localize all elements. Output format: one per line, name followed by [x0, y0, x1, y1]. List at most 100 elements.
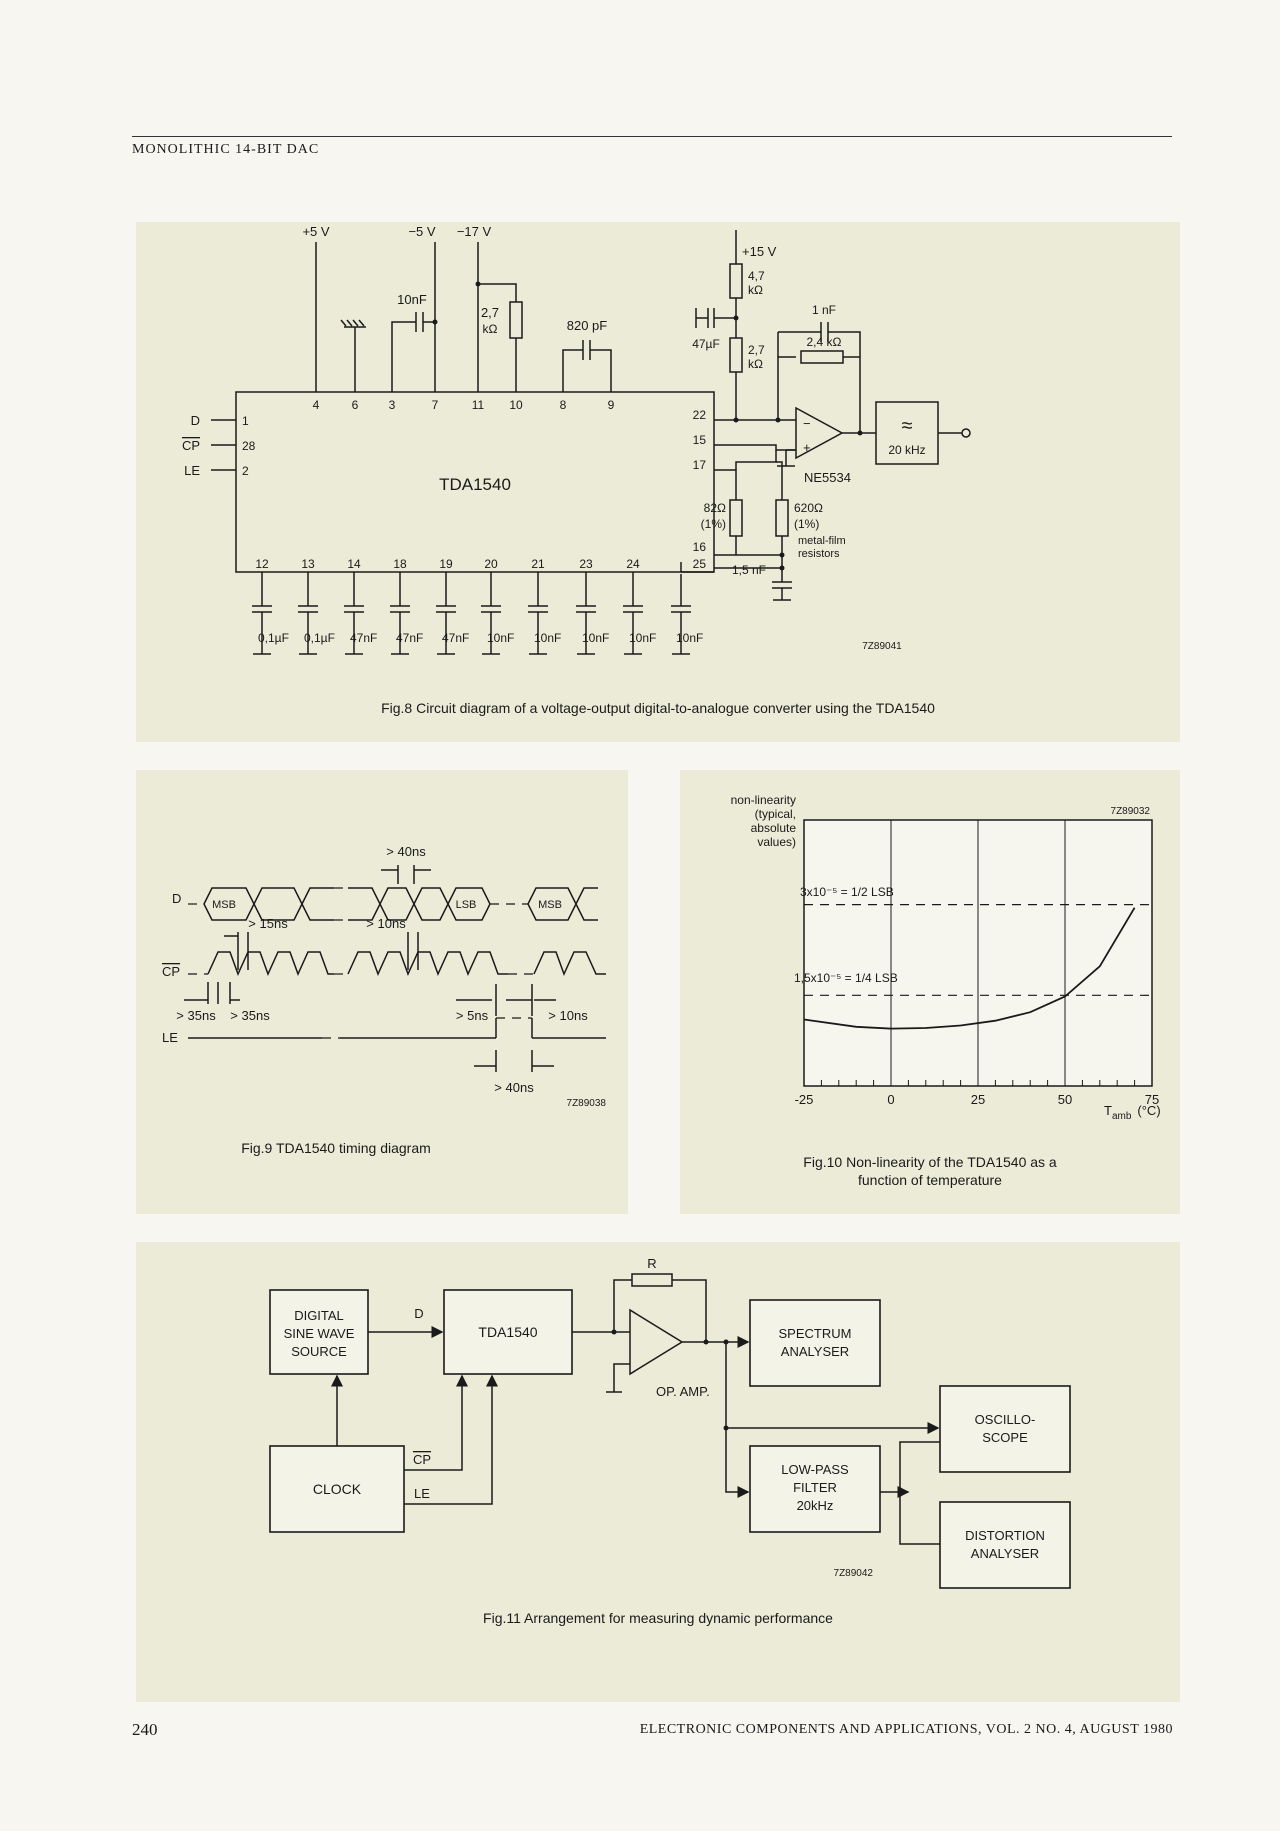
resistor-82r	[729, 499, 743, 537]
svg-text:DISTORTION: DISTORTION	[965, 1528, 1045, 1543]
svg-text:LSB: LSB	[456, 899, 477, 911]
svg-text:non-linearity: non-linearity	[731, 793, 796, 807]
svg-text:17: 17	[693, 458, 707, 472]
svg-text:25: 25	[693, 557, 707, 571]
svg-text:values): values)	[757, 835, 796, 849]
spectrum-analyser-box	[749, 1299, 881, 1387]
svg-text:11: 11	[472, 398, 485, 412]
svg-text:> 40ns: > 40ns	[386, 844, 426, 859]
svg-text:kΩ: kΩ	[748, 357, 763, 371]
x-tick-label: 0	[887, 1092, 894, 1107]
svg-text:> 10ns: > 10ns	[366, 916, 406, 931]
svg-text:6: 6	[352, 398, 359, 412]
fig8-code: 7Z89041	[862, 641, 902, 652]
chip-label: TDA1540	[439, 475, 511, 494]
svg-text:> 10ns: > 10ns	[548, 1008, 588, 1023]
resistor-2k4	[800, 350, 844, 364]
feedback-resistor	[631, 1273, 673, 1287]
svg-text:47nF: 47nF	[442, 631, 469, 645]
svg-text:20 kHz: 20 kHz	[888, 443, 925, 457]
pin-1: 1	[242, 414, 249, 428]
figure-8-panel: TDA1540 D CP LE 1 28 2 4 6 3 7 11 10 8 9…	[136, 222, 1180, 742]
filter-symbol: ≈	[902, 415, 913, 437]
svg-text:4: 4	[313, 398, 320, 412]
x-tick-label: 50	[1058, 1092, 1072, 1107]
svg-text:2,7: 2,7	[748, 343, 765, 357]
svg-text:kΩ: kΩ	[483, 322, 498, 336]
svg-text:CLOCK: CLOCK	[313, 1481, 362, 1497]
top-pin-numbers: 4 6 3 7 11 10 8 9	[313, 398, 615, 412]
tda1540-box	[443, 1289, 573, 1375]
signal-le: LE	[162, 1030, 178, 1045]
input-cp: CP	[182, 438, 200, 453]
supply-plus5v: +5 V	[302, 224, 329, 239]
figure-9-panel: D CP LE MSB LSB MSB	[136, 770, 628, 1214]
label-d: D	[414, 1306, 423, 1321]
right-pin-numbers: 22 15 17 16 25	[693, 408, 707, 571]
svg-text:47nF: 47nF	[350, 631, 377, 645]
svg-text:10nF: 10nF	[487, 631, 514, 645]
svg-text:TDA1540: TDA1540	[478, 1324, 537, 1340]
svg-text:ANALYSER: ANALYSER	[781, 1344, 849, 1359]
digital-sine-source-box	[269, 1289, 369, 1375]
fig11-code: 7Z89042	[834, 1568, 874, 1579]
lowpass-filter-box	[749, 1445, 881, 1533]
svg-text:47nF: 47nF	[396, 631, 423, 645]
svg-text:22: 22	[693, 408, 707, 422]
cp-clock-waveform	[188, 951, 606, 976]
figure-10-panel: non-linearity (typical, absolute values)…	[680, 770, 1180, 1214]
svg-text:absolute: absolute	[751, 821, 797, 835]
opamp-label: NE5534	[804, 470, 851, 485]
signal-cp: CP	[162, 964, 180, 979]
ref-line-label-quarter-lsb: 1,5x10⁻⁵ = 1/4 LSB	[794, 971, 898, 985]
resistor-4k7	[729, 263, 743, 299]
svg-text:15: 15	[693, 433, 707, 447]
cap-820pf: 820 pF	[567, 318, 608, 333]
clock-box	[269, 1445, 405, 1533]
svg-text:20: 20	[484, 557, 498, 571]
bottom-cap-values: 0,1µF 0,1µF 47nF 47nF 47nF 10nF 10nF 10n…	[258, 631, 703, 645]
le-waveform	[188, 1017, 606, 1039]
nonlinearity-curve	[803, 907, 1136, 1030]
svg-text:82Ω: 82Ω	[704, 501, 726, 515]
svg-text:20kHz: 20kHz	[797, 1498, 834, 1513]
fig9-caption: Fig.9 TDA1540 timing diagram	[241, 1140, 431, 1156]
signal-d: D	[172, 891, 181, 906]
oscilloscope-box	[939, 1385, 1071, 1473]
x-tick-label: 75	[1145, 1092, 1159, 1107]
x-tick-label: 25	[971, 1092, 985, 1107]
svg-text:7: 7	[432, 398, 439, 412]
svg-text:14: 14	[347, 557, 361, 571]
svg-text:10nF: 10nF	[534, 631, 561, 645]
svg-text:18: 18	[393, 557, 407, 571]
label-le: LE	[414, 1486, 430, 1501]
svg-text:(1%): (1%)	[794, 517, 819, 531]
svg-text:2,4 kΩ: 2,4 kΩ	[807, 335, 842, 349]
svg-text:> 15ns: > 15ns	[248, 916, 288, 931]
pin-2: 2	[242, 464, 249, 478]
ground-symbol	[340, 319, 365, 327]
figure-11-diagram: DIGITAL SINE WAVE SOURCE TDA1540 CLOCK S…	[269, 1256, 1071, 1589]
svg-text:metal-film: metal-film	[798, 535, 846, 547]
chip-inputs: D CP LE 1 28 2	[182, 413, 256, 478]
plot-area	[803, 819, 1153, 1087]
ref-line-label-half-lsb: 3x10⁻⁵ = 1/2 LSB	[800, 885, 894, 899]
svg-text:9: 9	[608, 398, 615, 412]
figure-10-chart: non-linearity (typical, absolute values)…	[731, 793, 1161, 1122]
svg-text:R: R	[647, 1256, 656, 1271]
resistor-2k7-top	[509, 301, 523, 339]
figure-11-panel: DIGITAL SINE WAVE SOURCE TDA1540 CLOCK S…	[136, 1242, 1180, 1702]
svg-text:12: 12	[255, 557, 269, 571]
svg-text:(typical,: (typical,	[755, 807, 796, 821]
fig10-caption-line1: Fig.10 Non-linearity of the TDA1540 as a	[803, 1154, 1057, 1170]
cap-1n5: 1,5 nF	[732, 563, 766, 577]
svg-text:SOURCE: SOURCE	[291, 1344, 347, 1359]
supply-minus17v: −17 V	[457, 224, 492, 239]
svg-text:(1%): (1%)	[701, 517, 726, 531]
input-le: LE	[184, 463, 200, 478]
svg-text:19: 19	[439, 557, 453, 571]
svg-text:23: 23	[579, 557, 593, 571]
svg-text:10nF: 10nF	[676, 631, 703, 645]
fig8-caption: Fig.8 Circuit diagram of a voltage-outpu…	[381, 700, 935, 716]
tda1540-chip	[235, 391, 715, 573]
